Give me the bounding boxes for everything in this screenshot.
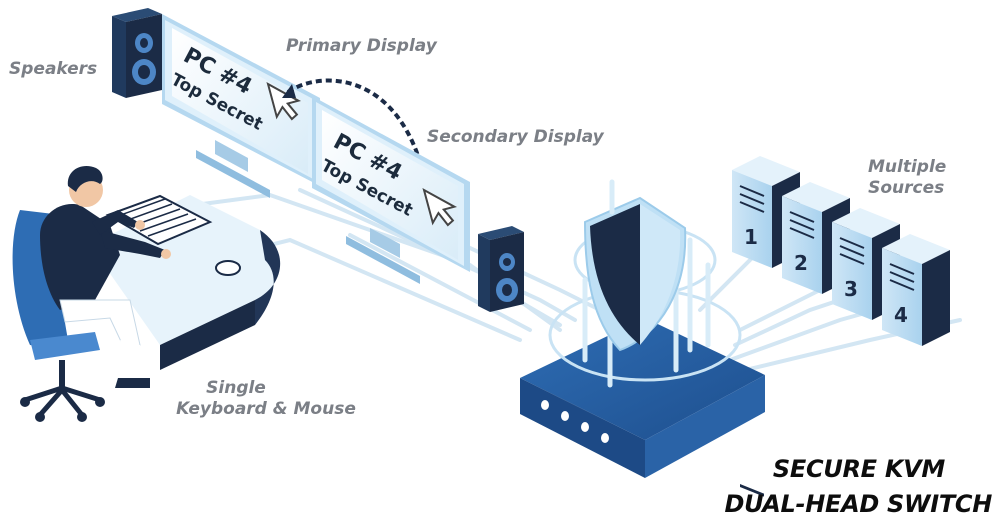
arrow-head-icon [282,84,296,98]
multiple-sources-line2: Sources [868,178,945,198]
keyboard-icon [105,194,213,246]
speaker-icon [478,226,524,312]
keyboard-mouse-label: Single Keyboard & Mouse [176,378,356,420]
server-icon [882,234,950,346]
shield-icon [583,196,687,352]
speakers-label: Speakers [9,59,98,79]
multiple-sources-line1: Multiple [868,157,947,177]
speaker-icon [112,8,162,98]
secondary-display-label: Secondary Display [427,127,604,147]
cursor-transfer-arc [286,78,427,181]
monitor-icon [312,96,470,284]
server-number: 4 [894,303,908,327]
server-slots [739,185,915,291]
keyboard-mouse-line1: Single [206,378,266,398]
server-number: 3 [844,277,858,301]
user-icon [40,166,171,388]
title-line1: SECURE KVM [772,455,945,483]
server-number: 2 [794,251,808,275]
server-numbers: 1 2 3 4 [744,225,908,327]
server-number: 1 [744,225,758,249]
multiple-sources-label: Multiple Sources [866,157,946,199]
monitor-icon [162,14,320,198]
primary-display-label: Primary Display [286,36,437,56]
cursor-icon [422,187,458,227]
title-line2: DUAL-HEAD SWITCH [724,490,993,518]
keyboard-mouse-line2: Keyboard & Mouse [176,399,356,419]
mouse-icon [215,260,241,276]
cursor-icon [266,81,302,121]
